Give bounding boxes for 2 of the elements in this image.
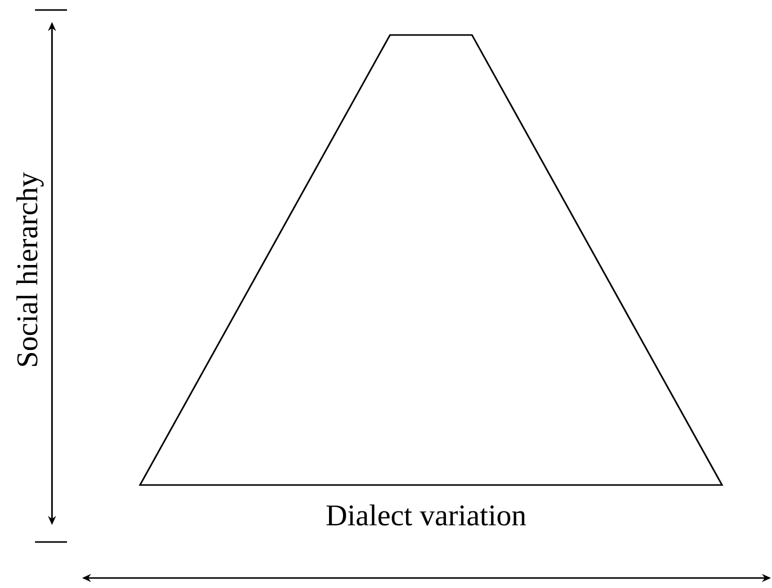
axis-label: Dialect variation [326, 504, 526, 526]
axis-label: Social hierarchy [16, 172, 44, 366]
